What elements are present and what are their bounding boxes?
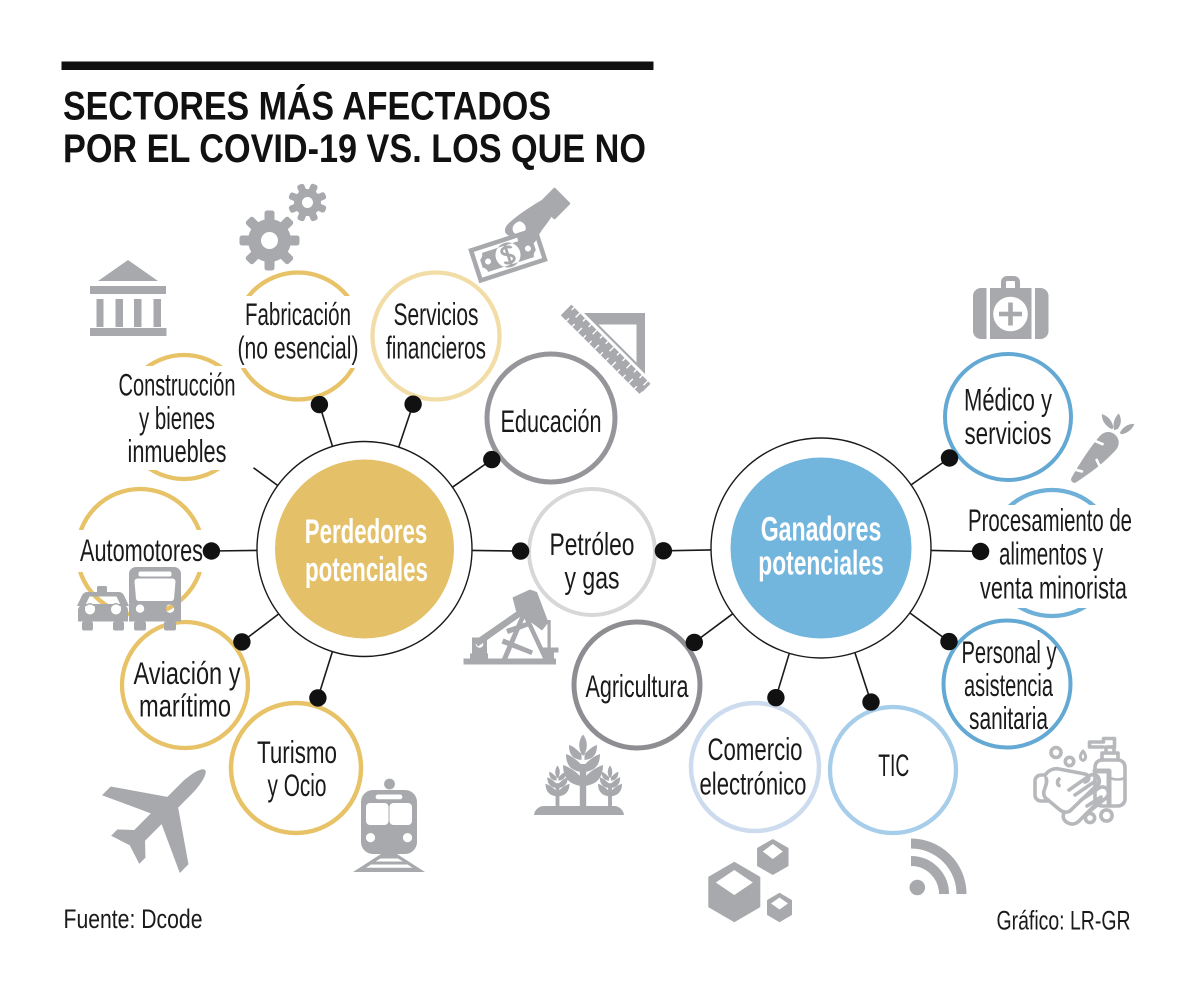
svg-text:y gas: y gas bbox=[565, 560, 620, 596]
svg-text:Turismo: Turismo bbox=[257, 734, 337, 770]
svg-text:POR EL COVID-19 VS. LOS QUE NO: POR EL COVID-19 VS. LOS QUE NO bbox=[63, 127, 646, 171]
svg-text:y Ocio: y Ocio bbox=[268, 767, 327, 803]
svg-text:sanitaria: sanitaria bbox=[969, 700, 1048, 736]
svg-text:Aviación y: Aviación y bbox=[134, 655, 241, 691]
svg-text:marítimo: marítimo bbox=[139, 688, 231, 724]
svg-text:TIC: TIC bbox=[878, 747, 909, 783]
svg-text:venta minorista: venta minorista bbox=[980, 570, 1127, 606]
svg-text:Procesamiento de: Procesamiento de bbox=[968, 502, 1132, 538]
svg-text:financieros: financieros bbox=[386, 330, 486, 366]
svg-text:Gráfico: LR-GR: Gráfico: LR-GR bbox=[997, 906, 1131, 936]
svg-text:Perdedores: Perdedores bbox=[305, 513, 428, 551]
svg-text:servicios: servicios bbox=[965, 415, 1052, 451]
svg-text:electrónico: electrónico bbox=[700, 766, 807, 802]
svg-text:Servicios: Servicios bbox=[394, 296, 479, 332]
svg-text:y bienes: y bienes bbox=[139, 400, 215, 436]
svg-text:Ganadores: Ganadores bbox=[761, 511, 882, 549]
svg-text:potenciales: potenciales bbox=[305, 551, 428, 589]
svg-text:Petróleo: Petróleo bbox=[550, 526, 635, 562]
svg-text:Personal y: Personal y bbox=[962, 634, 1057, 670]
svg-text:alimentos y: alimentos y bbox=[999, 536, 1103, 572]
svg-text:Médico y: Médico y bbox=[964, 382, 1052, 418]
svg-text:SECTORES MÁS AFECTADOS: SECTORES MÁS AFECTADOS bbox=[63, 85, 551, 129]
svg-text:asistencia: asistencia bbox=[964, 667, 1053, 703]
svg-text:Construcción: Construcción bbox=[119, 367, 236, 403]
svg-text:inmuebles: inmuebles bbox=[128, 433, 227, 469]
svg-text:Agricultura: Agricultura bbox=[586, 668, 689, 704]
svg-text:Educación: Educación bbox=[501, 403, 602, 439]
svg-text:Fuente: Dcode: Fuente: Dcode bbox=[64, 904, 203, 934]
svg-text:Fabricación: Fabricación bbox=[245, 296, 351, 332]
svg-text:(no esencial): (no esencial) bbox=[238, 330, 359, 366]
svg-text:Comercio: Comercio bbox=[708, 731, 803, 767]
svg-text:potenciales: potenciales bbox=[758, 544, 883, 582]
svg-text:Automotores: Automotores bbox=[80, 532, 203, 568]
